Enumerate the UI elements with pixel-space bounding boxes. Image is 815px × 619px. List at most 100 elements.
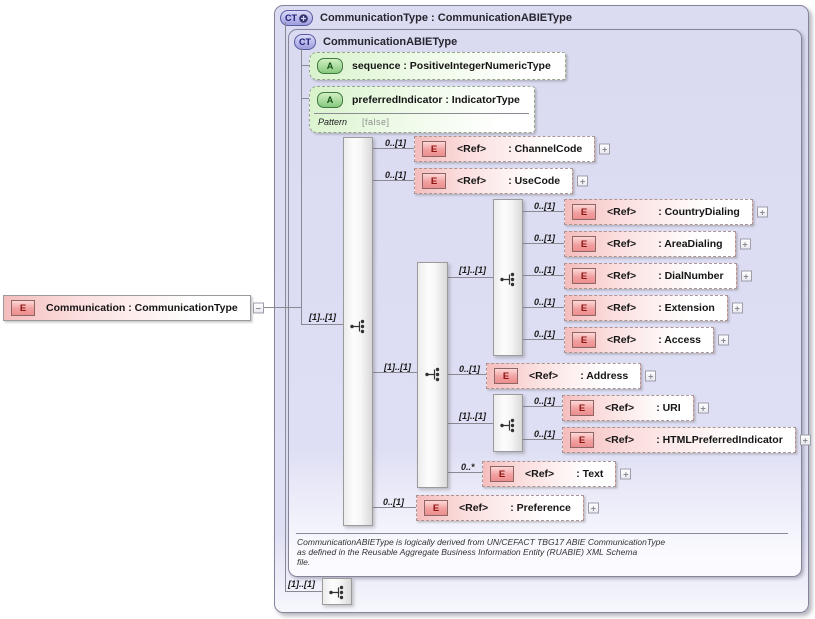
attribute-label: preferredIndicator : IndicatorType	[352, 94, 520, 106]
cardinality-label: 0..[1]	[385, 170, 407, 180]
expand-icon[interactable]: +	[577, 175, 589, 187]
connector-line	[523, 307, 564, 308]
cardinality-label: 0..[1]	[385, 138, 407, 148]
attribute-label: sequence : PositiveIntegerNumericType	[352, 60, 551, 72]
element-ref-extension[interactable]: E <Ref> : Extension +	[564, 295, 743, 321]
sequence-group-box[interactable]	[322, 578, 352, 605]
expand-icon[interactable]: +	[799, 434, 811, 446]
element-name: : CountryDialing	[658, 206, 740, 218]
cardinality-label: [1]..[1]	[288, 579, 315, 589]
ref-label: <Ref>	[607, 302, 637, 314]
element-badge: E	[570, 400, 594, 416]
cardinality-label: [1]..[1]	[459, 265, 486, 275]
ref-label: <Ref>	[605, 402, 635, 414]
cardinality-label: 0..[1]	[534, 396, 556, 406]
expand-icon[interactable]: +	[645, 370, 657, 382]
connector-line	[373, 372, 417, 373]
expand-icon[interactable]: +	[740, 270, 752, 282]
attribute-facet: Pattern [false]	[314, 113, 529, 132]
expand-icon[interactable]: +	[599, 143, 611, 155]
inner-type-header[interactable]: CT CommunicationABIEType	[294, 34, 457, 50]
complex-type-badge: CT	[294, 34, 316, 50]
expand-icon[interactable]: +	[731, 302, 743, 314]
complex-type-header[interactable]: CT CommunicationType : CommunicationABIE…	[280, 10, 572, 26]
sequence-icon	[500, 272, 515, 287]
cardinality-label: 0..[1]	[459, 364, 481, 374]
connector-line	[301, 98, 310, 99]
element-ref-channelcode[interactable]: E <Ref> : ChannelCode +	[414, 136, 611, 162]
sequence-icon	[329, 585, 344, 600]
ref-label: <Ref>	[525, 468, 555, 480]
derivation-note-line: CommunicationABIEType is logically deriv…	[297, 537, 666, 547]
sequence-icon	[424, 367, 439, 382]
sequence-group-bar[interactable]	[493, 199, 523, 356]
element-name: : Preference	[510, 502, 571, 514]
attribute-badge: A	[317, 58, 343, 74]
sequence-icon	[350, 319, 365, 334]
element-ref-areadialing[interactable]: E <Ref> : AreaDialing +	[564, 231, 751, 257]
derivation-plus-icon	[299, 13, 308, 23]
sequence-group-bar[interactable]	[343, 137, 373, 526]
cardinality-label: 0..[1]	[534, 265, 556, 275]
ct-badge-label: CT	[285, 13, 297, 23]
expand-icon[interactable]: +	[718, 334, 729, 346]
element-ref-uri[interactable]: E <Ref> : URI +	[562, 395, 709, 421]
element-ref-address[interactable]: E <Ref> : Address +	[486, 363, 657, 389]
element-badge: E	[11, 300, 35, 316]
element-name: : Extension	[658, 302, 715, 314]
element-communication[interactable]: E Communication : CommunicationType −	[3, 295, 264, 321]
ref-label: <Ref>	[457, 143, 487, 155]
element-badge: E	[422, 141, 446, 157]
connector-line	[301, 65, 310, 66]
element-name: : URI	[656, 402, 681, 414]
cardinality-label: 0..[1]	[534, 329, 556, 339]
cardinality-label: 0..*	[461, 462, 475, 472]
element-badge: E	[422, 173, 446, 189]
inner-type-title: CommunicationABIEType	[323, 36, 458, 48]
element-name: : Text	[576, 468, 604, 480]
connector-line	[262, 307, 302, 308]
facet-name: Pattern	[318, 117, 348, 127]
element-name: : Access	[658, 334, 701, 346]
ref-label: <Ref>	[457, 175, 487, 187]
element-ref-text[interactable]: E <Ref> : Text +	[482, 461, 632, 487]
connector-line	[301, 48, 302, 325]
attribute-sequence[interactable]: A sequence : PositiveIntegerNumericType	[309, 52, 566, 80]
cardinality-label: 0..[1]	[383, 497, 405, 507]
connector-line	[523, 275, 564, 276]
element-badge: E	[424, 500, 448, 516]
expand-icon[interactable]: +	[739, 238, 751, 250]
element-name: : UseCode	[508, 175, 561, 187]
element-name: : ChannelCode	[508, 143, 583, 155]
element-badge: E	[572, 236, 596, 252]
collapse-icon[interactable]: −	[252, 302, 264, 314]
element-ref-usecode[interactable]: E <Ref> : UseCode +	[414, 168, 589, 194]
sequence-group-bar[interactable]	[417, 262, 448, 488]
element-badge: E	[572, 332, 596, 348]
expand-icon[interactable]: +	[697, 402, 709, 414]
derivation-note-line: as defined in the Reusable Aggregate Bus…	[297, 547, 638, 557]
ref-label: <Ref>	[459, 502, 489, 514]
expand-icon[interactable]: +	[756, 206, 768, 218]
ref-label: <Ref>	[607, 334, 637, 346]
element-ref-preference[interactable]: E <Ref> : Preference +	[416, 495, 599, 521]
element-name: : AreaDialing	[658, 238, 723, 250]
ref-label: <Ref>	[605, 434, 635, 446]
element-badge: E	[494, 368, 518, 384]
ct-badge-label: CT	[299, 37, 311, 47]
attribute-badge: A	[317, 92, 343, 108]
connector-line	[373, 507, 416, 508]
cardinality-label: 0..[1]	[534, 201, 556, 211]
sequence-group-bar[interactable]	[493, 394, 523, 452]
connector-line	[448, 277, 493, 278]
expand-icon[interactable]: +	[620, 468, 632, 480]
connector-line	[373, 180, 414, 181]
attribute-preferredindicator[interactable]: A preferredIndicator : IndicatorType Pat…	[309, 86, 535, 133]
element-ref-htmlpreferredindicator[interactable]: E <Ref> : HTMLPreferredIndicator +	[562, 427, 811, 453]
cardinality-label: [1]..[1]	[459, 411, 486, 421]
element-ref-dialnumber[interactable]: E <Ref> : DialNumber +	[564, 263, 752, 289]
element-ref-countrydialing[interactable]: E <Ref> : CountryDialing +	[564, 199, 768, 225]
expand-icon[interactable]: +	[587, 502, 599, 514]
element-name: : Address	[580, 370, 629, 382]
element-ref-access[interactable]: E <Ref> : Access +	[564, 327, 729, 353]
